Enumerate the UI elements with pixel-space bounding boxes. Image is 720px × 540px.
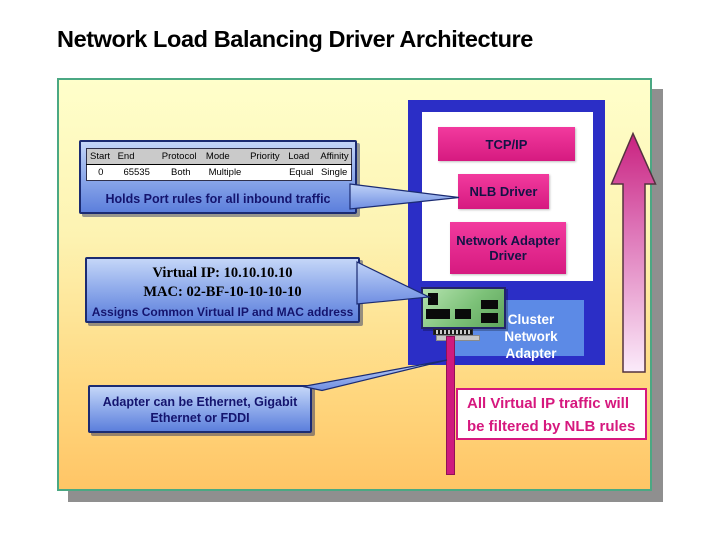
table-cell: 65535 <box>123 167 150 178</box>
mac-line: MAC: 02-BF-10-10-10-10 <box>143 284 302 300</box>
table-header-cell: Priority <box>247 148 286 165</box>
table-cell: Multiple <box>208 167 242 178</box>
table-header-cell: Protocol <box>158 148 203 165</box>
slide-title: Network Load Balancing Driver Architectu… <box>57 26 533 52</box>
chip-icon <box>426 309 450 319</box>
virtual-ip-caption: Assigns Common Virtual IP and MAC addres… <box>91 305 354 319</box>
tcpip-box: TCP/IP <box>438 127 575 161</box>
port-rules-caption: Holds Port rules for all inbound traffic <box>105 192 331 206</box>
cluster-adapter-label-line2: Network Adapter <box>504 329 558 361</box>
table-cell: Both <box>171 167 191 178</box>
cluster-adapter-label: Cluster Network Adapter <box>478 311 584 362</box>
network-adapter-card-icon <box>421 287 506 329</box>
table-row: 0 65535 Both Multiple Equal Single <box>87 165 352 181</box>
table-header-cell: Affinity <box>317 148 352 165</box>
cluster-adapter-label-line1: Cluster <box>507 312 555 327</box>
network-adapter-driver-box: Network Adapter Driver <box>450 222 566 274</box>
nlb-filter-note-line1: All Virtual IP traffic will <box>467 395 629 412</box>
virtual-ip-callout: Virtual IP: 10.10.10.10 MAC: 02-BF-10-10… <box>85 257 360 323</box>
table-header-row: Start End Protocol Mode Priority Load Af… <box>86 148 352 165</box>
adapter-types-callout: Adapter can be Ethernet, Gigabit Etherne… <box>88 385 312 433</box>
chip-icon <box>481 313 498 323</box>
chip-icon <box>481 300 498 309</box>
table-cell: Single <box>320 167 348 178</box>
adapter-slot-icon <box>436 335 480 341</box>
table-header-cell: End <box>114 148 159 165</box>
adapter-types-line1: Adapter can be Ethernet, Gigabit <box>102 395 298 409</box>
chip-icon <box>428 293 438 305</box>
table-cell: Equal <box>289 167 314 178</box>
port-rules-callout: Start End Protocol Mode Priority Load Af… <box>79 140 357 214</box>
table-header-cell: Start <box>86 148 115 165</box>
virtual-ip-line: Virtual IP: 10.10.10.10 <box>152 265 293 281</box>
slide-canvas: TCP/IP NLB Driver Network Adapter Driver… <box>57 78 652 491</box>
port-rules-table: Start End Protocol Mode Priority Load Af… <box>86 148 352 181</box>
table-cell: 0 <box>98 167 104 178</box>
table-cell <box>247 165 285 181</box>
nlb-filter-note-line2: be filtered by NLB rules <box>467 418 636 435</box>
chip-icon <box>455 309 471 319</box>
adapter-types-line2: Ethernet or FDDI <box>150 411 250 425</box>
nlb-driver-box: NLB Driver <box>458 174 549 209</box>
table-header-cell: Load <box>285 148 318 165</box>
network-cable <box>446 336 455 475</box>
nlb-filter-note: All Virtual IP traffic will be filtered … <box>456 388 647 440</box>
adapter-pins-icon <box>433 329 473 335</box>
table-header-cell: Mode <box>202 148 248 165</box>
